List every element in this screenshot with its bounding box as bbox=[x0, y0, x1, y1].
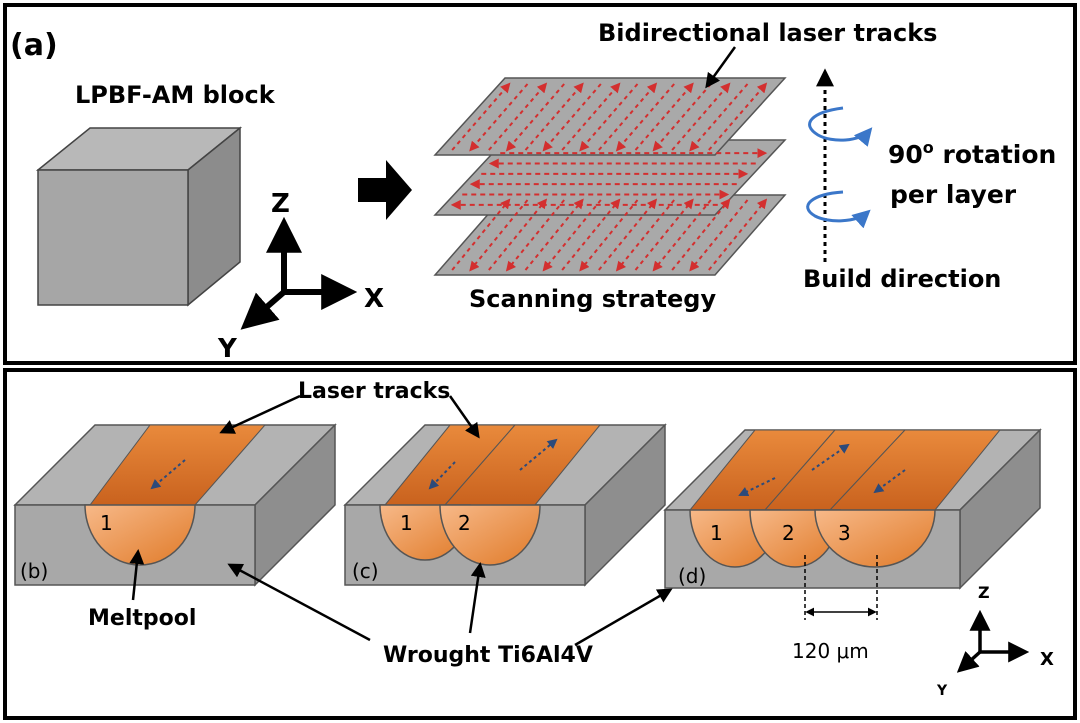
track-b-1-arrow bbox=[150, 459, 186, 490]
tag-c: (c) bbox=[352, 559, 379, 583]
track-arrow-layer3 bbox=[689, 199, 749, 272]
track-arrow-layer1 bbox=[708, 82, 768, 151]
track-arrow-layer1 bbox=[579, 83, 639, 152]
track-arrow-layer1 bbox=[542, 83, 602, 152]
track-arrow-layer3 bbox=[505, 199, 565, 272]
axis-x-label: X bbox=[364, 284, 384, 314]
block-front-face bbox=[37, 169, 189, 306]
track-arrow-layer1 bbox=[524, 82, 584, 151]
pool-c-label-2: 2 bbox=[458, 511, 471, 535]
pool-b-label-1: 1 bbox=[100, 511, 113, 535]
track-arrow-layer3 bbox=[671, 198, 731, 271]
meltpool-c-2 bbox=[439, 504, 541, 566]
panel-a-frame bbox=[3, 3, 1077, 365]
track-arrow-layer3 bbox=[634, 198, 694, 271]
meltpool-d-3 bbox=[814, 509, 936, 568]
track-arrow-layer3 bbox=[708, 198, 768, 271]
track-arrow-layer3 bbox=[652, 199, 712, 272]
tracks-callout-arrow bbox=[705, 46, 737, 89]
track-arrow-layer3 bbox=[542, 199, 602, 272]
tag-b: (b) bbox=[20, 559, 48, 583]
block-d: 1 2 3 (d) 120 μm bbox=[663, 428, 1042, 663]
track-arrow-layer1 bbox=[689, 83, 749, 152]
panel-bcd: 1 (b) 1 2 (c) bbox=[3, 368, 1077, 720]
track-arrow-layer3 bbox=[579, 199, 639, 272]
rotation-label-line1: 90o rotation bbox=[888, 138, 1056, 169]
substrate-label: Wrought Ti6Al4V bbox=[383, 643, 593, 668]
track-d-3-arrow bbox=[873, 469, 906, 494]
scan-layers bbox=[433, 77, 787, 276]
laser-tracks-arrow-b bbox=[219, 394, 301, 434]
track-arrow-layer3 bbox=[524, 198, 584, 271]
axis-y-arrow-small bbox=[956, 650, 982, 673]
track-arrow-layer1 bbox=[652, 83, 712, 152]
track-arrow-layer1 bbox=[598, 82, 658, 151]
track-d-2-arrow bbox=[811, 443, 850, 471]
axis-y-label: Y bbox=[217, 334, 238, 364]
pool-d-label-2: 2 bbox=[782, 521, 795, 545]
rotation-arrow-bottom bbox=[806, 190, 871, 229]
pool-d-label-1: 1 bbox=[710, 521, 723, 545]
track-arrow-layer3 bbox=[598, 198, 658, 271]
track-c-1-arrow bbox=[428, 461, 456, 490]
track-arrow-layer1 bbox=[451, 82, 511, 151]
axis-z-label-small: Z bbox=[978, 583, 990, 602]
substrate-arrow-c bbox=[468, 562, 486, 634]
substrate-arrow-b bbox=[227, 563, 371, 642]
laser-tracks-label: Laser tracks bbox=[298, 379, 450, 404]
block-c: 1 2 (c) bbox=[343, 423, 667, 587]
scanning-strategy-label: Scanning strategy bbox=[469, 285, 716, 313]
axis-triad-a: Z X Y bbox=[217, 189, 384, 364]
track-arrow-layer3 bbox=[488, 198, 548, 271]
track-arrow-layer1 bbox=[469, 83, 529, 152]
axis-z-label: Z bbox=[271, 189, 290, 219]
track-arrow-layer1 bbox=[505, 83, 565, 152]
meltpool-label: Meltpool bbox=[88, 606, 196, 631]
track-arrow-layer1 bbox=[488, 82, 548, 151]
spacing-label: 120 μm bbox=[792, 639, 869, 663]
laser-track-arrows bbox=[450, 82, 768, 272]
tracks-label: Bidirectional laser tracks bbox=[598, 19, 937, 47]
track-arrow-layer3 bbox=[615, 199, 675, 272]
rotation-arrow-top bbox=[808, 106, 873, 147]
track-arrow-layer1 bbox=[615, 83, 675, 152]
axis-y-arrow bbox=[240, 289, 286, 330]
block-b: 1 (b) bbox=[13, 423, 337, 587]
track-arrow-layer3 bbox=[561, 198, 621, 271]
track-c-2-arrow bbox=[519, 438, 558, 471]
track-arrow-layer3 bbox=[451, 198, 511, 271]
panel-bcd-frame bbox=[3, 368, 1077, 720]
axis-y-label-small: Y bbox=[936, 683, 948, 699]
build-direction-label: Build direction bbox=[803, 265, 1001, 293]
laser-tracks-arrow-c bbox=[448, 395, 480, 439]
substrate-arrow-d bbox=[574, 588, 673, 647]
track-arrow-layer1 bbox=[671, 82, 731, 151]
panel-a-tag: (a) bbox=[10, 28, 58, 63]
meltpool-arrow bbox=[129, 549, 145, 601]
tag-d: (d) bbox=[678, 564, 706, 588]
lpbf-am-block bbox=[35, 126, 243, 307]
block-label: LPBF-AM block bbox=[75, 81, 276, 109]
track-arrow-layer1 bbox=[634, 82, 694, 151]
rotation-label-line2: per layer bbox=[890, 180, 1017, 209]
process-arrow bbox=[358, 160, 412, 220]
track-arrow-layer3 bbox=[469, 199, 529, 272]
degree-superscript: o bbox=[923, 138, 934, 157]
axis-x-label-small: X bbox=[1040, 649, 1054, 670]
track-arrow-layer1 bbox=[561, 82, 621, 151]
pool-d-label-3: 3 bbox=[838, 521, 851, 545]
track-d-1-arrow bbox=[738, 477, 776, 497]
meltpool-b-1 bbox=[84, 504, 196, 566]
axis-triad-bcd: Z X Y bbox=[936, 583, 1054, 699]
pool-c-label-1: 1 bbox=[400, 511, 413, 535]
panel-a: (a) LPBF-AM block Z X Y Bidirectio bbox=[3, 3, 1077, 365]
